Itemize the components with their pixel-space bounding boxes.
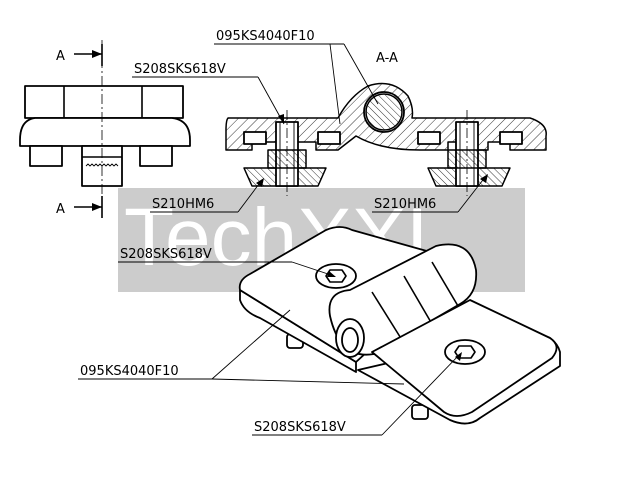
callout-nut-right: S210HM6 bbox=[374, 197, 436, 212]
callout-screw-iso-top: S208SKS618V bbox=[120, 247, 212, 262]
callout-screw-iso-bottom: S208SKS618V bbox=[254, 420, 346, 435]
callout-screw-section: S208SKS618V bbox=[134, 62, 226, 77]
side-view-leaf bbox=[19, 117, 191, 147]
callout-hinge-section: 095KS4040F10 bbox=[216, 29, 315, 44]
iso-screw-top bbox=[315, 263, 357, 289]
side-view-foot-right bbox=[139, 145, 173, 167]
side-view: A A bbox=[19, 40, 191, 218]
section-title: A-A bbox=[376, 51, 398, 66]
iso-leaf-left-side bbox=[239, 289, 357, 373]
side-view-knuckle-outline bbox=[24, 85, 184, 119]
watermark: TechXXL bbox=[118, 188, 525, 292]
callout-leaders bbox=[78, 43, 488, 436]
callout-nut-left: S210HM6 bbox=[152, 197, 214, 212]
side-view-foot-left bbox=[29, 145, 63, 167]
section-marker-top: A bbox=[56, 49, 65, 64]
section-view-a-a: A-A bbox=[225, 51, 547, 196]
callout-labels: 095KS4040F10 S208SKS618V S210HM6 S210HM6… bbox=[80, 29, 436, 435]
iso-screw-bottom bbox=[444, 339, 486, 365]
section-marker-bottom: A bbox=[56, 202, 65, 217]
isometric-view bbox=[238, 226, 561, 425]
callout-hinge-iso: 095KS4040F10 bbox=[80, 364, 179, 379]
